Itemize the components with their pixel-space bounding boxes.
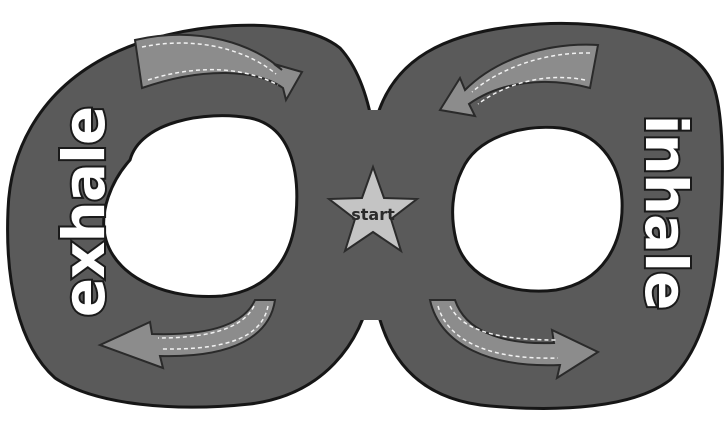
start-label: start	[351, 205, 395, 224]
inhale-label: inhale	[632, 115, 700, 310]
exhale-label: exhale	[50, 107, 118, 317]
right-hole	[453, 127, 623, 291]
